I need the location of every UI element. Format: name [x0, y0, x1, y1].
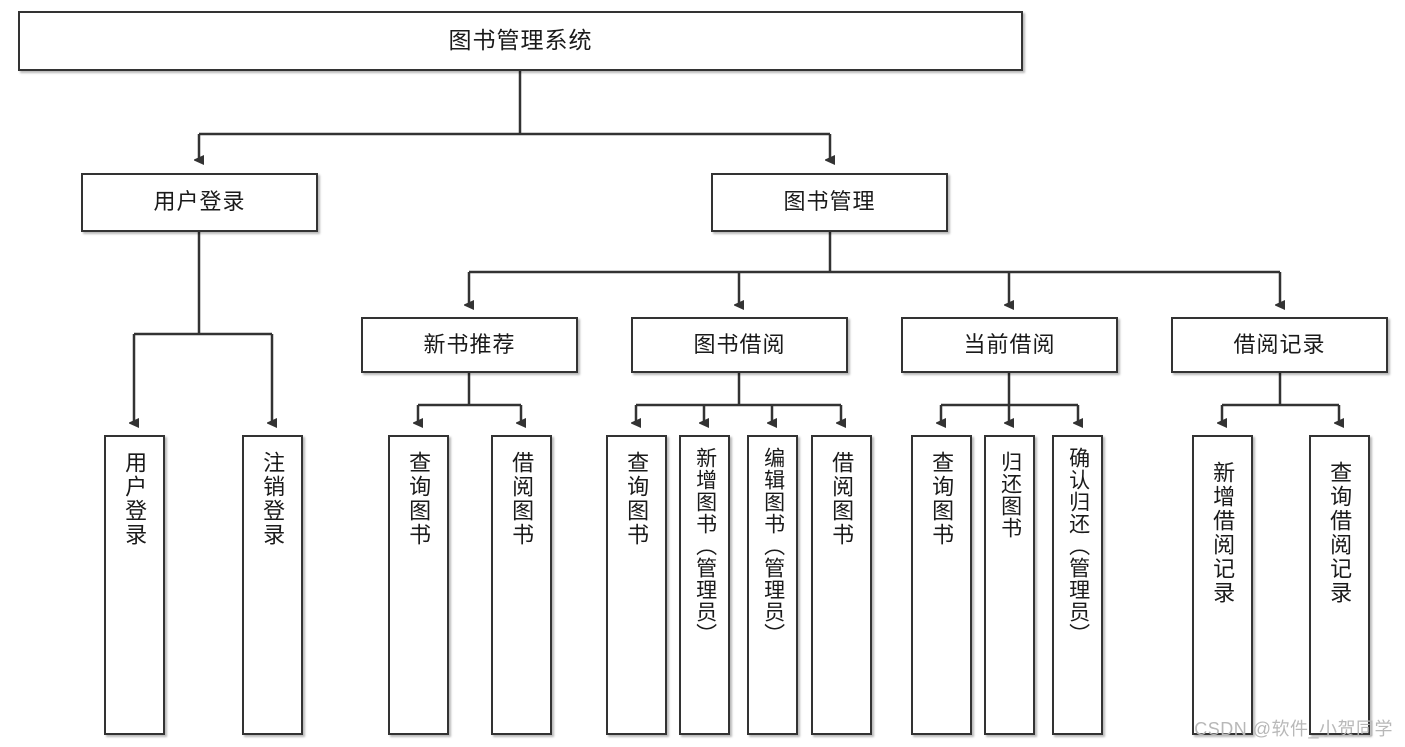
node-new-book-recommend[interactable]: 新书推荐 — [361, 317, 578, 373]
leaf-return-book-label: 归还图书 — [998, 451, 1022, 539]
leaf-user-login-label: 用户登录 — [122, 451, 148, 547]
leaf-confirm-return-admin-label: 确认归还（管理员） — [1066, 447, 1090, 645]
leaf-add-borrow-record[interactable]: 新增借阅记录 — [1192, 435, 1253, 735]
leaf-add-book-admin[interactable]: 新增图书（管理员） — [679, 435, 730, 735]
leaf-query-book-newbooks[interactable]: 查询图书 — [388, 435, 449, 735]
node-root-label: 图书管理系统 — [448, 27, 593, 54]
node-current-borrow[interactable]: 当前借阅 — [901, 317, 1118, 373]
leaf-add-borrow-record-label: 新增借阅记录 — [1210, 461, 1236, 605]
node-borrow-records[interactable]: 借阅记录 — [1171, 317, 1388, 373]
node-book-borrow[interactable]: 图书借阅 — [631, 317, 848, 373]
leaf-borrow-book-borrow[interactable]: 借阅图书 — [811, 435, 872, 735]
leaf-query-book-current-label: 查询图书 — [929, 451, 955, 547]
node-user-login[interactable]: 用户登录 — [81, 173, 318, 232]
leaf-query-book-borrow[interactable]: 查询图书 — [606, 435, 667, 735]
leaf-logout[interactable]: 注销登录 — [242, 435, 303, 735]
node-user-login-label: 用户登录 — [153, 189, 246, 215]
leaf-query-book-borrow-label: 查询图书 — [624, 451, 650, 547]
leaf-query-borrow-record[interactable]: 查询借阅记录 — [1309, 435, 1370, 735]
node-new-book-recommend-label: 新书推荐 — [423, 331, 516, 357]
leaf-query-book-current[interactable]: 查询图书 — [911, 435, 972, 735]
leaf-borrow-book-newbooks-label: 借阅图书 — [509, 451, 535, 547]
leaf-borrow-book-newbooks[interactable]: 借阅图书 — [491, 435, 552, 735]
leaf-query-book-newbooks-label: 查询图书 — [406, 451, 432, 547]
node-book-borrow-label: 图书借阅 — [693, 331, 786, 357]
leaf-edit-book-admin-label: 编辑图书（管理员） — [761, 447, 785, 645]
leaf-return-book[interactable]: 归还图书 — [984, 435, 1035, 735]
node-root-system[interactable]: 图书管理系统 — [18, 11, 1023, 71]
leaf-add-book-admin-label: 新增图书（管理员） — [693, 447, 717, 645]
node-book-management[interactable]: 图书管理 — [711, 173, 948, 232]
leaf-query-borrow-record-label: 查询借阅记录 — [1327, 461, 1353, 605]
node-current-borrow-label: 当前借阅 — [963, 331, 1056, 357]
leaf-logout-label: 注销登录 — [260, 451, 286, 547]
leaf-confirm-return-admin[interactable]: 确认归还（管理员） — [1052, 435, 1103, 735]
node-borrow-records-label: 借阅记录 — [1233, 331, 1326, 357]
leaf-edit-book-admin[interactable]: 编辑图书（管理员） — [747, 435, 798, 735]
node-book-management-label: 图书管理 — [783, 189, 876, 215]
leaf-borrow-book-borrow-label: 借阅图书 — [829, 451, 855, 547]
leaf-user-login[interactable]: 用户登录 — [104, 435, 165, 735]
